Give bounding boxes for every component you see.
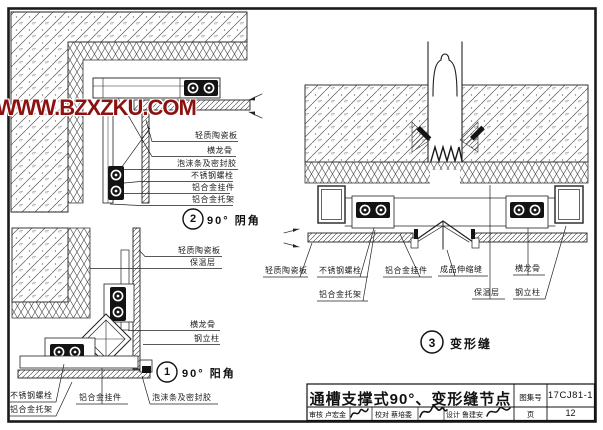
detail-2-caption: 90° 阴角 <box>207 215 261 227</box>
label-aluminum-hanger: 铝合金挂件 <box>79 393 122 402</box>
label-aluminum-hanger: 铝合金挂件 <box>192 183 235 192</box>
label-horizontal-keel: 横龙骨 <box>207 146 233 155</box>
check-name: 蔡培委 <box>391 412 412 419</box>
audit-label: 审核 <box>309 412 323 419</box>
label-ceramic-panel: 轻质陶瓷板 <box>265 266 308 275</box>
signature-design <box>486 406 511 417</box>
label-stainless-bolt: 不锈钢螺栓 <box>319 266 362 275</box>
detail-2-number: 2 <box>189 213 197 225</box>
detail-2-drawing <box>10 11 263 213</box>
page-number: 12 <box>565 408 576 418</box>
detail-1-number: 1 <box>163 366 171 378</box>
page-frame <box>7 7 597 423</box>
label-aluminum-hanger: 铝合金挂件 <box>385 266 428 275</box>
design-name: 鲁建安 <box>462 412 483 419</box>
label-foam-sealant: 泡沫条及密封胶 <box>177 159 237 168</box>
label-stainless-bolt: 不锈钢螺栓 <box>10 391 53 400</box>
label-stainless-bolt: 不锈钢螺栓 <box>191 171 234 180</box>
atlas-number-value: 17CJ81-1 <box>547 390 594 401</box>
design-label: 设计 <box>446 412 460 419</box>
title-block-grid <box>306 383 596 422</box>
caption-circles <box>156 208 444 383</box>
signature-check <box>419 405 448 418</box>
detail-3-caption: 变形缝 <box>450 337 493 351</box>
leader-lines <box>8 97 567 417</box>
label-aluminum-bracket: 铝合金托架 <box>319 290 362 299</box>
detail-3-number: 3 <box>428 336 436 350</box>
detail-1-caption: 90° 阳角 <box>182 368 236 380</box>
label-aluminum-bracket: 铝合金托架 <box>192 195 235 204</box>
label-horizontal-keel: 横龙骨 <box>190 320 216 329</box>
titleblock-title: 通槽支撑式90°、变形缝节点 <box>309 391 512 408</box>
label-steel-column: 钢立柱 <box>515 288 541 297</box>
signature-marks <box>350 405 511 418</box>
atlas-number-label: 图集号 <box>519 393 542 402</box>
watermark-text: WWW.BZXZKU.COM <box>0 95 197 120</box>
label-aluminum-bracket: 铝合金托架 <box>10 405 53 414</box>
label-insulation-layer: 保温层 <box>474 288 500 297</box>
check-label: 校对 <box>375 412 389 419</box>
label-foam-sealant: 泡沫条及密封胶 <box>152 393 212 402</box>
label-steel-column: 钢立柱 <box>194 334 220 343</box>
audit-name: 卢宏金 <box>325 412 346 419</box>
label-insulation-layer: 保温层 <box>190 258 216 267</box>
label-ceramic-panel: 轻质陶瓷板 <box>195 131 238 140</box>
signature-audit <box>350 408 369 418</box>
detail-3-drawing <box>283 41 589 250</box>
label-horizontal-keel: 横龙骨 <box>515 264 541 273</box>
label-ceramic-panel: 轻质陶瓷板 <box>178 246 221 255</box>
label-expansion-joint: 成品伸缩缝 <box>440 265 483 274</box>
page-label: 页 <box>526 410 535 419</box>
detail-1-drawing <box>11 227 153 379</box>
